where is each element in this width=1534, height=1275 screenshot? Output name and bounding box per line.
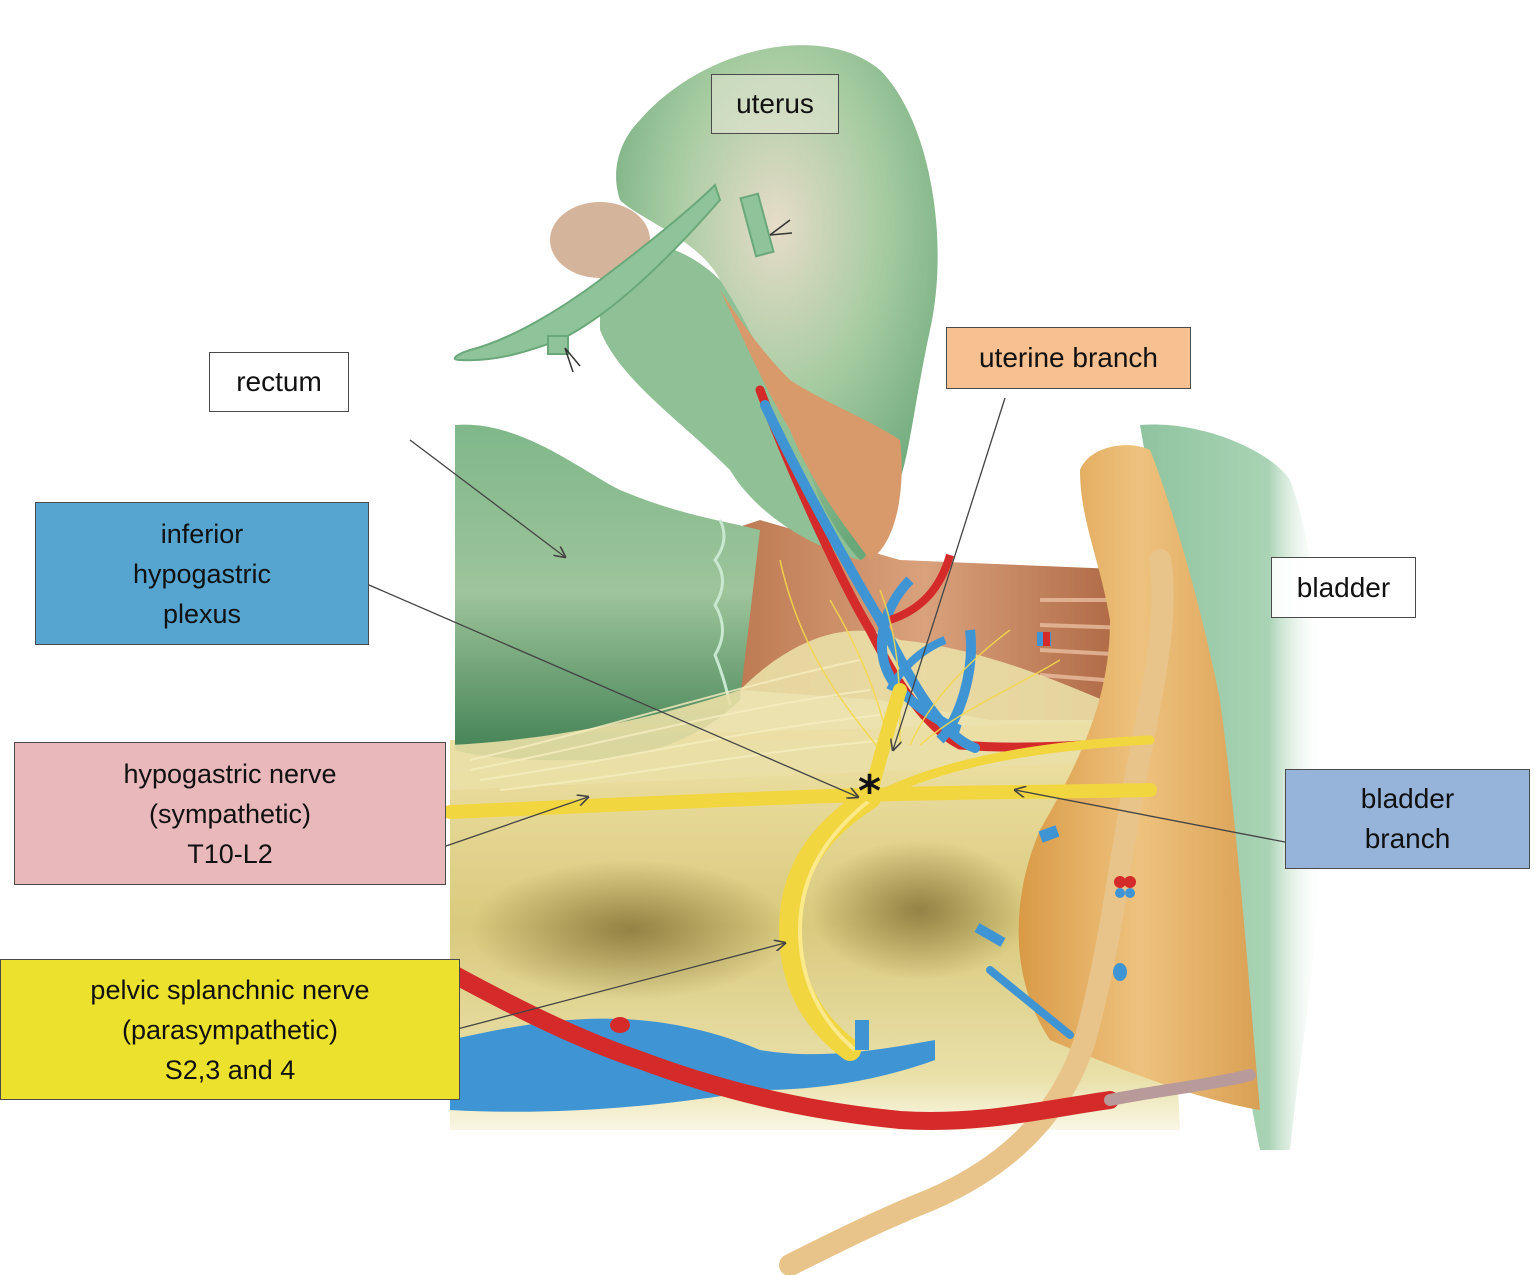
- ligated-round-ligament: [739, 192, 775, 258]
- label-rectum: rectum: [209, 352, 349, 412]
- label-uterine-branch: uterine branch: [946, 327, 1191, 389]
- leader-uterine-branch: [893, 397, 1006, 750]
- plexus-trunk: [863, 683, 907, 802]
- suture: [769, 219, 793, 236]
- ligated-vessels: [855, 632, 1136, 1050]
- label-pelvic-splanchnic-nerve: pelvic splanchnic nerve (parasympathetic…: [0, 959, 460, 1100]
- label-hypogastric-nerve: hypogastric nerve (sympathetic) T10-L2: [14, 742, 446, 885]
- label-line: inferior: [160, 518, 244, 549]
- pelvic-splanchnic-nerve: [778, 787, 881, 1061]
- fallopian-tube: [453, 183, 722, 362]
- label-line: (parasympathetic): [121, 1014, 339, 1045]
- label-uterus: uterus: [711, 74, 839, 134]
- label-line: S2,3 and 4: [164, 1054, 296, 1085]
- leader-ihp: [368, 584, 858, 797]
- vein-branch: [886, 636, 947, 692]
- label-uterus-text: uterus: [736, 88, 814, 119]
- leader-lines: [368, 397, 1286, 1033]
- internal-iliac-artery: [446, 966, 1119, 1130]
- ligated-tube-stump: [547, 335, 569, 355]
- obliterated-artery: [1104, 1069, 1256, 1106]
- fascia-shadow-right: [810, 840, 1030, 980]
- artery-stump: [610, 1017, 630, 1033]
- rectum-cut-edge: [713, 519, 732, 706]
- plexus-marker-asterisk: *: [858, 766, 882, 817]
- label-uterine-branch-text: uterine branch: [978, 342, 1158, 373]
- label-bladder-text: bladder: [1296, 571, 1391, 603]
- label-line: (sympathetic): [148, 798, 312, 829]
- pelvic-splanchnic-nerve-strand: [797, 798, 872, 1052]
- uterus-inner-cut: [720, 290, 902, 560]
- label-line: plexus: [162, 598, 242, 629]
- fascia-fibers: [469, 659, 891, 791]
- label-bladder-branch: bladder branch: [1285, 769, 1530, 869]
- vein-branch: [936, 629, 976, 744]
- label-line: bladder: [1360, 783, 1455, 814]
- artery-branch: [888, 553, 954, 624]
- leader-bladder-branch: [1015, 790, 1286, 843]
- leader-pelvic-splanchnic: [445, 943, 785, 1033]
- label-inferior-hypogastric-plexus: inferior hypogastric plexus: [35, 502, 369, 645]
- label-line: T10-L2: [187, 838, 273, 869]
- label-line: pelvic splanchnic nerve: [90, 974, 370, 1005]
- ureter: [779, 549, 1174, 1275]
- label-line: branch: [1364, 823, 1451, 854]
- bladder-nerve-branch: [875, 735, 1155, 800]
- fascia-shadow-left: [470, 860, 790, 1000]
- ovary: [550, 202, 650, 278]
- rectum-shape: [455, 424, 760, 761]
- label-rectum-text: rectum: [236, 366, 322, 397]
- label-line: hypogastric nerve: [123, 758, 337, 789]
- suture: [564, 347, 581, 373]
- label-bladder: bladder: [1271, 557, 1416, 618]
- leader-hypogastric-nerve: [445, 797, 588, 847]
- label-line: hypogastric: [132, 558, 272, 589]
- leader-rectum: [409, 439, 565, 557]
